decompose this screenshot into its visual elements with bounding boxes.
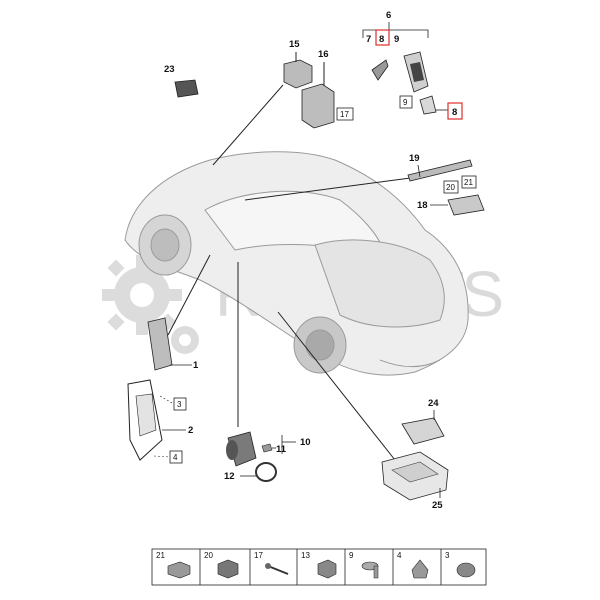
callout-8-lower: 8 [452,107,457,118]
callout-19: 19 [409,153,420,164]
table-dividers [199,549,442,585]
screw-icon [267,565,289,575]
nut-icon [217,559,239,579]
battery-cover [419,95,437,115]
callout-12: 12 [224,471,235,482]
part-1[interactable]: 1 [147,317,199,371]
ref-4: 4 [173,453,178,462]
callout-9-top: 9 [394,34,399,45]
highlight-box-8 [375,29,390,46]
callout-7: 7 [366,34,371,45]
nut-icon [317,559,337,579]
callout-15: 15 [289,39,300,50]
fastener-cell-17[interactable]: 17 [254,551,289,575]
callout-23: 23 [164,64,175,75]
fastener-cell-13[interactable]: 13 [301,551,337,579]
fastener-label: 3 [445,551,450,560]
callout-1: 1 [193,360,199,371]
ref-20: 20 [446,183,455,192]
small-gear-icon [171,326,199,354]
callout-6: 6 [386,10,391,21]
ref-21: 21 [464,178,473,187]
part-19[interactable]: 19 20 21 [407,153,477,194]
callout-10: 10 [300,437,311,448]
part-6-group[interactable]: 6 7 8 9 9 8 [362,10,463,120]
part-2[interactable]: 2 [127,379,193,461]
car-illustration [124,151,469,376]
callout-24: 24 [428,398,439,409]
ref-17: 17 [340,110,349,119]
fastener-label: 9 [349,551,354,560]
nut-icon [411,559,429,579]
part-16[interactable]: 16 [301,49,335,129]
fastener-table: 21 20 17 13 9 4 3 [151,548,487,586]
ref-box-4: 4 [153,450,183,464]
ref-3: 3 [177,400,182,409]
callout-25: 25 [432,500,443,511]
callout-16: 16 [318,49,329,60]
part-23[interactable]: 23 [164,64,199,98]
highlight-box-8-lower [447,102,463,120]
leader-lines [167,84,419,461]
part-18[interactable]: 18 [417,194,485,216]
fastener-cell-9[interactable]: 9 [349,551,379,579]
nut-icon [167,561,191,579]
part-12[interactable]: 12 [224,462,277,482]
part-10[interactable]: 10 [226,431,311,467]
fastener-label: 13 [301,551,310,560]
callout-2: 2 [188,425,193,436]
ref-box-3: 3 [159,395,187,411]
nut-icon [456,562,476,578]
part-15[interactable]: 15 [283,39,313,89]
fastener-label: 4 [397,551,402,560]
callout-18: 18 [417,200,428,211]
fastener-cell-20[interactable]: 20 [204,551,239,579]
callout-8-top: 8 [379,34,384,45]
callout-11: 11 [276,444,287,455]
part-11[interactable]: 11 [261,443,287,455]
fastener-cell-21[interactable]: 21 [156,551,191,579]
ref-box-17: 17 [336,107,354,121]
fastener-label: 21 [156,551,165,560]
part-25[interactable]: 25 [381,451,449,511]
fastener-cell-3[interactable]: 3 [445,551,476,578]
key-blade [371,59,389,81]
fastener-label: 20 [204,551,213,560]
fastener-label: 17 [254,551,263,560]
ref-9: 9 [403,98,408,107]
fastener-cell-4[interactable]: 4 [397,551,429,579]
part-24[interactable]: 24 [401,398,445,445]
